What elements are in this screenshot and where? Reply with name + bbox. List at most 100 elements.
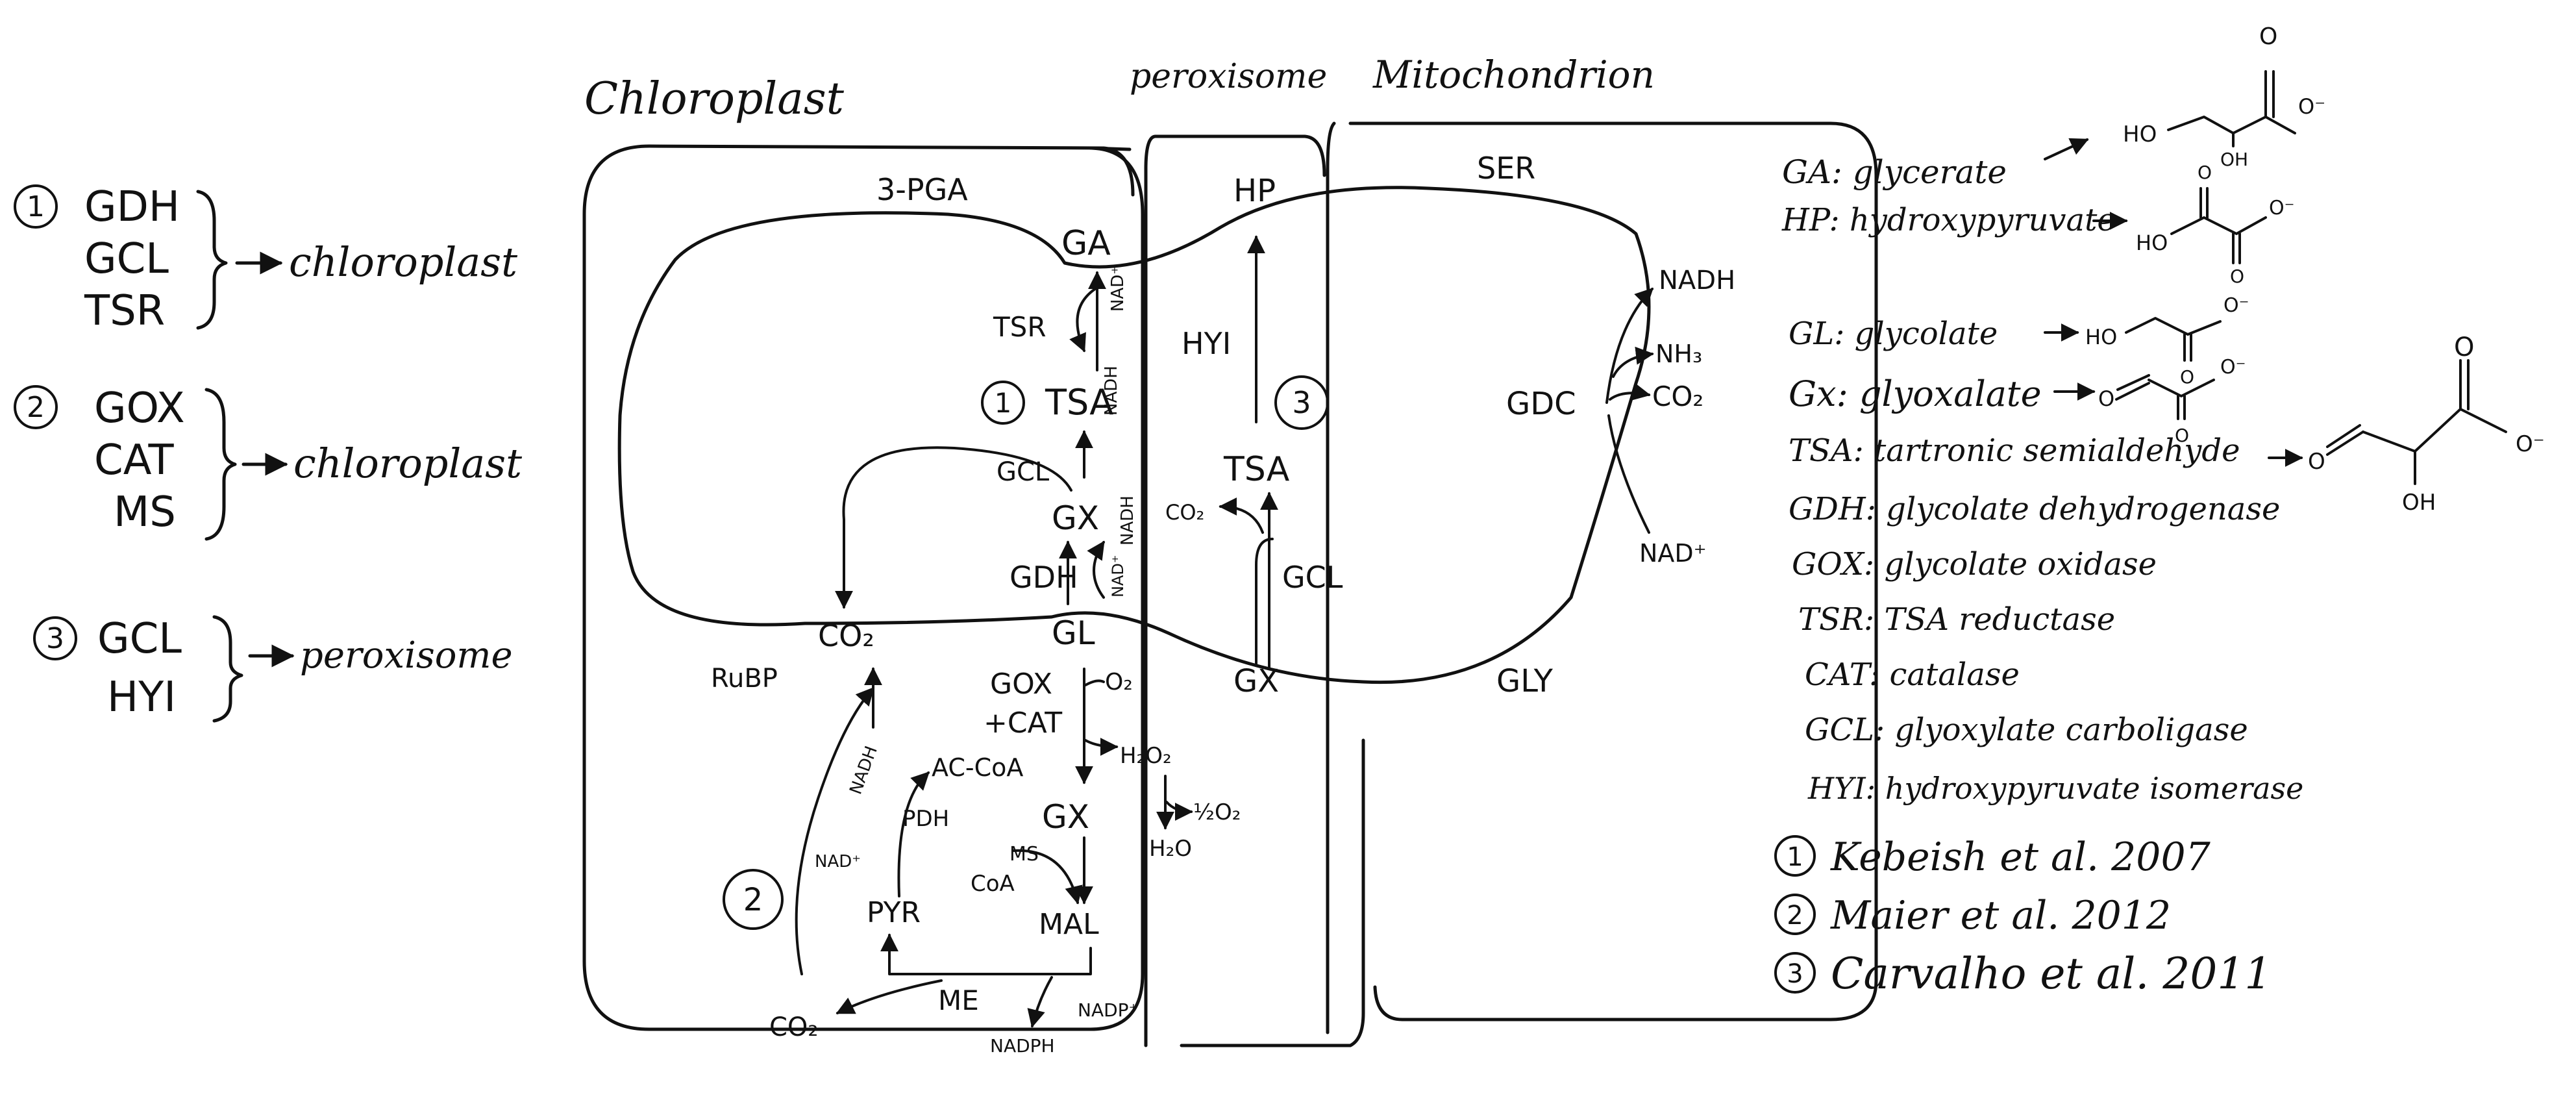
peroxisome-pathway: HP HYI 3 TSA CO₂ GCL GX xyxy=(1165,173,1343,699)
structure-glycerate: HO OH O O⁻ xyxy=(2123,23,2325,170)
enzyme-pdh: PDH xyxy=(902,806,949,832)
cofactor-nad: NAD⁺ xyxy=(1108,266,1128,312)
svg-text:O⁻: O⁻ xyxy=(2516,431,2545,457)
metabolite-o2: O₂ xyxy=(1105,669,1133,695)
structure-glycolate: HO O O⁻ xyxy=(2085,294,2249,388)
nadh-branch xyxy=(1605,288,1653,404)
svg-text:O: O xyxy=(2180,366,2194,388)
co2-release-p xyxy=(1219,497,1264,534)
svg-text:O⁻: O⁻ xyxy=(2298,94,2325,119)
cofactor-nad: NAD⁺ xyxy=(1109,555,1127,597)
metabolite-coa: CoA xyxy=(971,871,1015,897)
o2-branch xyxy=(1084,679,1105,686)
metabolite-gx: GX xyxy=(1052,499,1099,537)
group-number-circle xyxy=(14,184,58,229)
cofactor-nadp: NADP⁺ xyxy=(1078,999,1138,1021)
rubp-cycle xyxy=(795,686,874,975)
svg-text:O: O xyxy=(2259,23,2277,50)
legend: GA: glycerate HP: hydroxypyruvate GL: gl… xyxy=(1781,138,2303,806)
enzyme-gcl: GCL xyxy=(997,457,1050,487)
svg-text:O⁻: O⁻ xyxy=(2223,294,2249,317)
reference-text: Carvalho et al. 2011 xyxy=(1831,949,2272,999)
ref-circle-3 xyxy=(1274,375,1329,430)
svg-text:O⁻: O⁻ xyxy=(2220,356,2246,379)
cofactor-curve xyxy=(1069,284,1102,353)
pathway-lobe xyxy=(617,186,1651,684)
chloroplast-title: Chloroplast xyxy=(584,73,845,125)
reference-text: Kebeish et al. 2007 xyxy=(1830,834,2211,880)
ref-circle-1 xyxy=(981,381,1025,425)
legend-item-cat: CAT: catalase xyxy=(1805,657,2020,693)
metabolite-half-o2: ½O₂ xyxy=(1193,799,1241,825)
reference-1: 1 Kebeish et al. 2007 xyxy=(1774,834,2211,880)
cofactor-nadph: NADPH xyxy=(990,1035,1055,1057)
curly-brace xyxy=(204,388,237,541)
group-enzyme: MS xyxy=(114,488,176,536)
chloroplast-pathway: 3-PGA GA TSR NADH NAD⁺ 1 TSA GCL GX NADH… xyxy=(711,172,1241,1057)
me-reaction xyxy=(880,933,1092,975)
group-3: 3 GCL HYI peroxisome xyxy=(33,615,513,723)
ref-circle-2 xyxy=(723,869,784,930)
group-target: chloroplast xyxy=(293,440,522,487)
peroxisome-outline xyxy=(1144,134,1365,1047)
cofactor-nadh: NADH xyxy=(1102,366,1121,416)
svg-text:OH: OH xyxy=(2220,149,2248,170)
h2o2-branch xyxy=(1084,737,1119,756)
legend-item-gl: GL: glycolate xyxy=(1789,316,1998,352)
metabolite-mal: MAL xyxy=(1039,908,1099,941)
group-number-circle xyxy=(14,385,58,429)
enzyme-cat: +CAT xyxy=(984,707,1062,740)
enzyme-tsr: TSR xyxy=(993,311,1046,343)
legend-item-gcl: GCL: glyoxylate carboligase xyxy=(1805,712,2248,748)
svg-text:OH: OH xyxy=(2402,490,2436,516)
group-enzyme: GOX xyxy=(94,384,185,432)
peroxisome-title: peroxisome xyxy=(1130,57,1327,96)
enzyme-gcl-p: GCL xyxy=(1282,560,1343,595)
svg-text:O: O xyxy=(2175,425,2189,446)
ref-circle-2-label: 2 xyxy=(743,882,763,918)
metabolite-gl: GL xyxy=(1052,614,1095,652)
metabolite-ga: GA xyxy=(1061,224,1111,263)
group-1: 1 GDH GCL TSR chloroplast xyxy=(14,183,517,335)
legend-item-tsr: TSR: TSA reductase xyxy=(1798,601,2115,638)
metabolite-h2o: H₂O xyxy=(1149,836,1192,862)
nadph-branch xyxy=(1027,976,1053,1028)
group-enzyme: HYI xyxy=(107,673,176,721)
svg-text:HO: HO xyxy=(2136,231,2168,255)
reference-2: 2 Maier et al. 2012 xyxy=(1774,893,2171,938)
reference-3: 3 Carvalho et al. 2011 xyxy=(1774,949,2272,999)
metabolite-hp: HP xyxy=(1233,173,1276,209)
reference-number-circle xyxy=(1774,894,1816,935)
cofactor-nad: NAD⁺ xyxy=(815,852,861,871)
group-number: 2 xyxy=(27,391,45,424)
group-target: chloroplast xyxy=(289,238,517,286)
chemical-structures: HO OH O O⁻ HO O O O⁻ HO O O⁻ O xyxy=(2085,23,2545,516)
gcl-loop xyxy=(835,446,1072,609)
pdh-reaction xyxy=(897,771,930,897)
half-o2-branch xyxy=(1165,801,1193,821)
structure-arrow xyxy=(2044,138,2089,160)
nh3-branch xyxy=(1612,346,1654,378)
metabolite-ser: SER xyxy=(1477,151,1535,186)
reference-number: 1 xyxy=(1787,842,1803,872)
mitochondrion-outline xyxy=(1348,121,1878,1021)
ref-circle-3-label: 3 xyxy=(1292,385,1311,420)
group-enzyme: GCL xyxy=(97,615,182,663)
group-number: 1 xyxy=(27,190,45,223)
group-2: 2 GOX CAT MS chloroplast xyxy=(14,384,522,541)
metabolite-co2-m: CO₂ xyxy=(1652,381,1703,412)
metabolite-co2-me: CO₂ xyxy=(769,1012,818,1042)
reference-number-circle xyxy=(1774,835,1816,877)
mitochondrion-title: Mitochondrion xyxy=(1372,53,1655,97)
svg-text:HO: HO xyxy=(2085,325,2117,349)
structure-glyoxylate: O O O⁻ xyxy=(2098,356,2246,446)
mitochondrion-inner-membrane xyxy=(1326,121,1336,1034)
curly-brace xyxy=(196,190,228,330)
enzyme-hyi: HYI xyxy=(1182,326,1231,361)
metabolite-co2-p: CO₂ xyxy=(1165,500,1204,525)
group-enzyme: GCL xyxy=(84,235,169,283)
legend-item-gx: Gx: glyoxalate xyxy=(1789,373,2042,414)
svg-text:O: O xyxy=(2198,162,2212,183)
co2-release xyxy=(836,979,943,1014)
references: 1 Kebeish et al. 2007 2 Maier et al. 201… xyxy=(1774,834,2272,999)
